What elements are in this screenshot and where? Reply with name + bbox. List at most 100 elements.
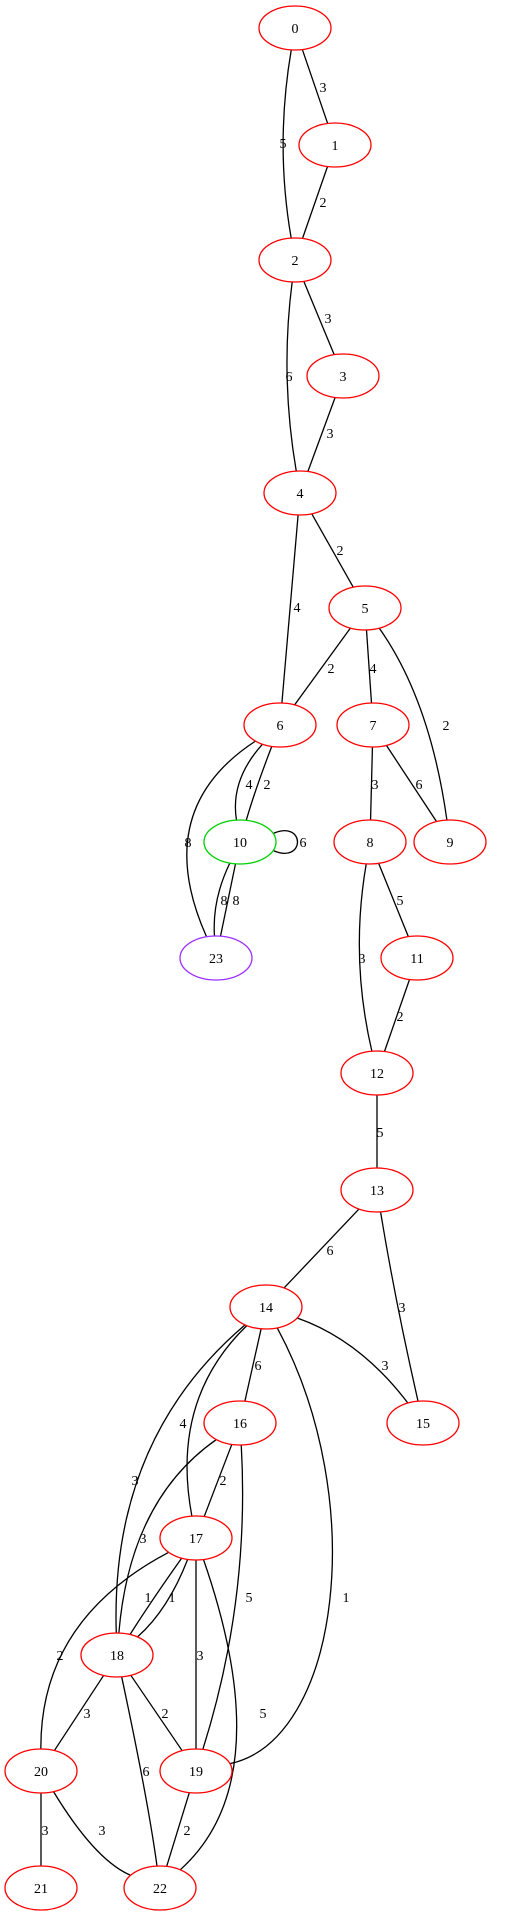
edge-16-17: 2 [203, 1444, 233, 1517]
edge-17-18b: 1 [137, 1559, 189, 1638]
edge-weight-label: 3 [42, 1824, 49, 1839]
edge-line [286, 281, 297, 472]
edge-line [301, 49, 329, 124]
node-16: 16 [203, 1400, 277, 1446]
node-12: 12 [340, 1050, 414, 1096]
edge-10-23b: 8 [219, 863, 240, 937]
edge-weight-label: 5 [377, 1126, 384, 1141]
edge-line [52, 1791, 131, 1876]
edge-16-19: 5 [202, 1444, 253, 1750]
node-label: 13 [370, 1184, 384, 1199]
node-label: 19 [189, 1765, 203, 1780]
edge-19-22: 2 [166, 1792, 191, 1867]
node-label: 1 [332, 139, 339, 154]
edge-line [166, 1792, 190, 1867]
edge-line [365, 629, 373, 704]
node-ellipse [4, 1748, 78, 1794]
node-label: 2 [292, 254, 299, 269]
node-label: 11 [410, 952, 423, 967]
edge-8-11: 5 [378, 863, 409, 937]
edge-weight-label: 6 [255, 1359, 262, 1374]
edge-weight-label: 3 [399, 1301, 406, 1316]
node-ellipse [179, 935, 253, 981]
node-20: 20 [4, 1748, 78, 1794]
node-21: 21 [4, 1865, 78, 1911]
edge-weight-label: 2 [220, 1474, 227, 1489]
edge-line [40, 1551, 170, 1750]
node-4: 4 [263, 470, 337, 516]
edge-6-10b: 2 [245, 746, 273, 821]
edge-line [282, 49, 292, 239]
edge-line [118, 1439, 217, 1634]
edge-weight-label: 3 [372, 778, 379, 793]
edge-weight-label: 5 [260, 1707, 267, 1722]
edge-8-12: 3 [358, 863, 373, 1052]
node-ellipse [340, 1167, 414, 1213]
edge-line [244, 1328, 262, 1402]
node-ellipse [243, 702, 317, 748]
edge-line [358, 863, 373, 1052]
edge-weight-label: 6 [416, 778, 423, 793]
edge-11-12: 2 [383, 979, 411, 1052]
edge-17-18a: 1 [129, 1557, 183, 1635]
edge-line [115, 1324, 246, 1634]
node-ellipse [328, 585, 402, 631]
node-label: 6 [277, 719, 284, 734]
edge-weight-label: 3 [140, 1532, 147, 1547]
edge-14-19: 1 [229, 1327, 350, 1765]
edge-weight-label: 3 [84, 1707, 91, 1722]
edge-weight-label: 1 [145, 1591, 152, 1606]
edge-weight-label: 5 [280, 137, 287, 152]
node-3: 3 [306, 353, 380, 399]
node-15: 15 [386, 1400, 460, 1446]
edge-weight-label: 3 [99, 1824, 106, 1839]
edge-weight-label: 6 [327, 1244, 334, 1259]
edge-line [378, 627, 448, 821]
edge-weight-label: 3 [382, 1359, 389, 1374]
edge-weight-label: 6 [143, 1765, 150, 1780]
node-label: 14 [259, 1301, 273, 1316]
node-10: 10 [203, 819, 277, 865]
node-9: 9 [413, 819, 487, 865]
node-ellipse [380, 935, 454, 981]
node-label: 3 [340, 370, 347, 385]
edge-weight-label: 4 [246, 778, 253, 793]
node-17: 17 [159, 1515, 233, 1561]
node-ellipse [203, 1400, 277, 1446]
edge-1-2: 2 [301, 166, 329, 239]
node-label: 9 [447, 836, 454, 851]
edge-7-9: 6 [385, 745, 438, 822]
edge-line [307, 397, 336, 472]
node-14: 14 [229, 1284, 303, 1330]
node-label: 5 [362, 602, 369, 617]
edge-weight-label: 2 [162, 1707, 169, 1722]
edge-14-16: 6 [244, 1328, 262, 1402]
edge-weight-label: 3 [132, 1474, 139, 1489]
edge-17-19: 3 [195, 1560, 204, 1749]
node-23: 23 [179, 935, 253, 981]
edge-line [186, 740, 256, 938]
edge-4-6: 4 [281, 514, 301, 704]
edge-13-14: 6 [283, 1208, 360, 1289]
node-22: 22 [123, 1865, 197, 1911]
node-ellipse [298, 122, 372, 168]
node-ellipse [123, 1865, 197, 1911]
edge-line [385, 745, 438, 822]
node-11: 11 [380, 935, 454, 981]
edge-weight-label: 2 [397, 1010, 404, 1025]
node-label: 22 [153, 1882, 167, 1897]
edge-line [271, 830, 299, 854]
node-ellipse [229, 1284, 303, 1330]
edge-weight-label: 3 [325, 312, 332, 327]
edge-weight-label: 4 [294, 601, 301, 616]
edge-17-20: 2 [40, 1551, 170, 1750]
edge-line [130, 1674, 183, 1752]
node-ellipse [306, 353, 380, 399]
edge-weight-label: 3 [327, 427, 334, 442]
edge-20-22: 3 [52, 1791, 131, 1876]
node-label: 4 [297, 487, 304, 502]
edge-18-20: 3 [53, 1675, 105, 1751]
edge-weight-label: 6 [286, 370, 293, 385]
